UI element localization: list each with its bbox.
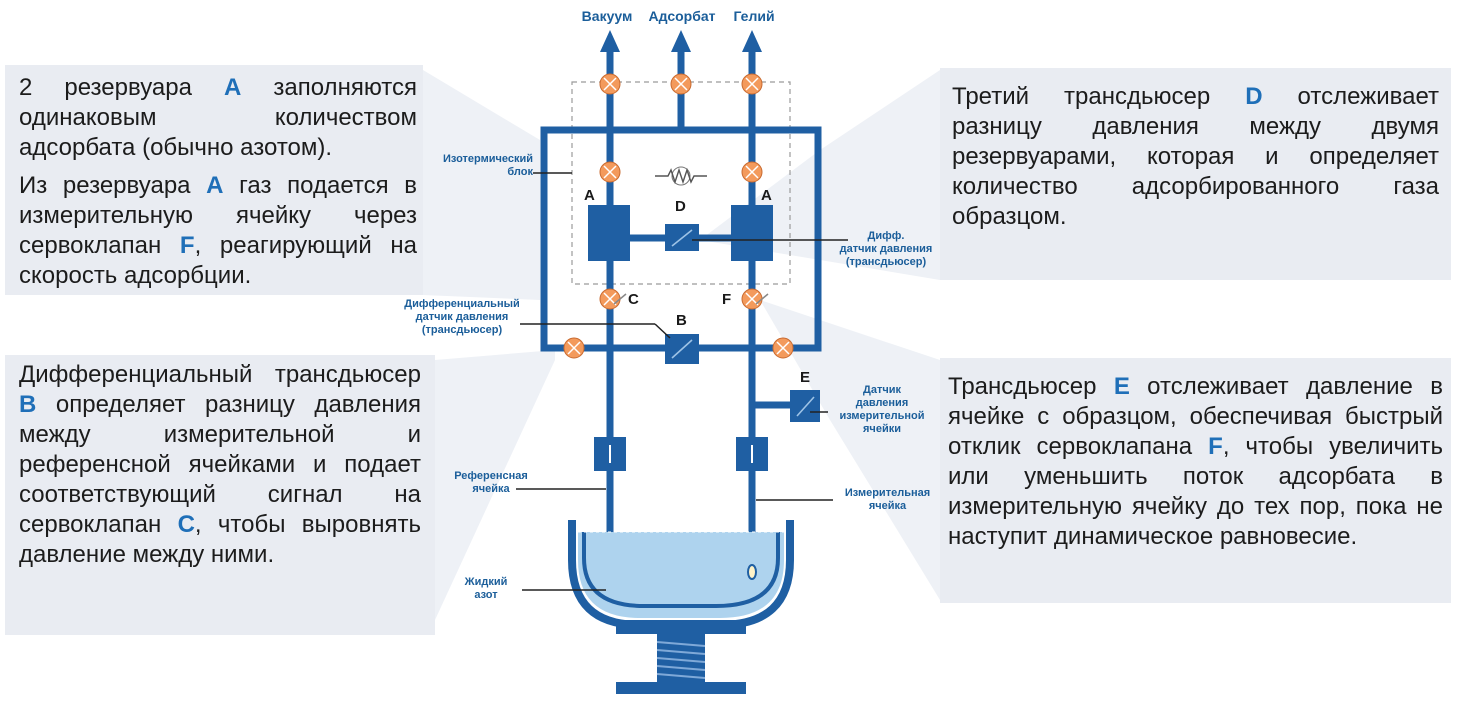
panel-tl-text: заполняются одинаковым количеством адсор… [19,74,418,161]
stand-top [616,620,746,634]
panel-br-text: , чтобы увеличить или уменьшить поток ад… [948,433,1444,550]
label-meas-line2: ячейка [868,500,907,512]
label-isothermal-block: Изотермический блок [413,153,533,179]
callout-wedge-br [760,300,940,600]
panel-tl-highlight: A [206,172,224,199]
b-leader-diag [654,323,671,339]
valves [563,73,794,359]
panel-bl-text: определяет разницу давления между измери… [19,391,421,538]
helium-arrow [742,30,762,52]
label-isothermal-line1: Изотермический [442,153,533,165]
dewar-inner [582,532,780,608]
panel-bl-text: Дифференциальный трансдьюсер [19,361,421,388]
panel-br-highlight: F [1208,433,1223,460]
vacuum-arrow [600,30,620,52]
letter-e: E [800,369,811,386]
panel-bl-highlight: B [19,391,37,418]
heater-element [671,166,691,186]
panel-br-paragraph: Трансдьюсер E отслеживает давление в яче… [948,372,1443,552]
transducer-b-needle [671,339,693,359]
servo-c-indicator [613,293,627,305]
output-label-vacuum: Вакуум [581,8,633,24]
letter-f: F [722,291,732,308]
label-reference-cell: Референсная ячейка [436,470,546,496]
label-liquid-nitrogen: Жидкий азот [456,576,516,602]
label-diff-d-line2: датчик давления [839,243,933,255]
letter-d: D [675,198,686,215]
liquid-nitrogen [578,532,784,618]
panel-tl-text: Из резервуара [19,172,207,199]
label-diff-d-line1: Дифф. [867,230,905,242]
label-diff-b-line1: Дифференциальный [404,298,520,310]
panel-br-text: Трансдьюсер [948,373,1114,400]
panel-bl-paragraph: Дифференциальный трансдьюсер B определяе… [19,360,421,570]
transducer-d-needle [671,229,693,247]
stand-base [616,682,746,694]
panel-bl-text: , чтобы выровнять давление между ними. [19,511,421,568]
label-diff-b-line2: датчик давления [415,311,509,323]
valve-vacuum-outlet [599,73,621,95]
explanation-panel-transducer-e: Трансдьюсер E отслеживает давление в яче… [940,358,1451,603]
label-ln2-line2: азот [474,589,498,601]
label-measurement-cell: Измерительная ячейка [830,487,945,513]
reservoir-a-right [731,205,773,261]
explanation-panel-transducer-b: Дифференциальный трансдьюсер B определяе… [5,355,435,635]
callout-wedge-bl [435,350,555,620]
panel-tr-text: Третий трансдьюсер [952,83,1246,110]
label-sensor-e-line3: измерительной [839,410,925,422]
label-diff-sensor-d: Дифф. датчик давления (трансдьюсер) [826,230,946,269]
label-ln2-line1: Жидкий [464,576,508,588]
adsorbate-arrow [671,30,691,52]
label-ref-line2: ячейка [472,483,510,495]
valve-left-upper [599,161,621,183]
panel-tl-highlight: F [179,232,195,259]
measurement-cell-tip [747,564,757,580]
label-sensor-e-line2: давления [855,397,909,409]
label-sensor-e: Датчик давления измерительной ячейки [822,384,942,436]
output-label-helium: Гелий [733,8,775,24]
letter-a-left: A [584,187,595,204]
label-sensor-e-line4: ячейки [863,423,901,435]
valve-helium-outlet [741,73,763,95]
letter-b: B [676,312,687,329]
heater-coil [655,167,707,185]
letter-c: C [628,291,639,308]
valve-c [599,288,621,310]
valve-bottom-left [563,337,585,359]
panel-bl-highlight: C [177,511,195,538]
explanation-panel-transducer-d: Третий трансдьюсер D отслеживает разницу… [940,68,1451,280]
panel-br-highlight: E [1113,373,1130,400]
panel-tr-text: отслеживает разницу давления между двумя… [952,83,1439,230]
explanation-panel-reservoirs: 2 резервуара A заполняются одинаковым ко… [5,65,423,295]
transducer-e-needle [796,396,815,417]
panel-tl-text: газ подается в измерительную ячейку чере… [19,172,417,259]
valve-right-upper [741,161,763,183]
panel-tl-text: , реагирующий на скорость адсорбции. [19,232,417,289]
panel-br-text: отслеживает давление в ячейке с образцом… [948,373,1443,460]
servo-f-indicator [755,293,769,305]
panel-tr-paragraph: Третий трансдьюсер D отслеживает разницу… [952,82,1439,232]
label-diff-b-line3: (трансдьюсер) [421,324,503,336]
panel-tl-paragraph-1: 2 резервуара A заполняются одинаковым ко… [19,73,417,163]
reservoir-a-left [588,205,630,261]
letter-a-right: A [761,187,772,204]
valve-adsorbate-outlet [670,73,692,95]
panel-tl-text: 2 резервуара [19,74,225,101]
label-diff-d-line3: (трансдьюсер) [845,256,927,268]
label-ref-line1: Референсная [454,470,528,482]
label-isothermal-line2: блок [507,166,533,178]
label-sensor-e-line1: Датчик [863,384,901,396]
label-diff-sensor-b: Дифференциальный датчик давления (трансд… [392,298,532,337]
panel-tl-paragraph-2: Из резервуара A газ подается в измерител… [19,171,417,291]
valve-bottom-right [772,337,794,359]
panel-tr-highlight: D [1245,83,1263,110]
callout-wedge-tl [423,70,540,300]
panel-tl-highlight: A [224,74,242,101]
output-label-adsorbate: Адсорбат [648,8,716,24]
stand-screw-threads [656,641,706,679]
label-meas-line1: Измерительная [844,487,931,499]
valve-f [741,288,763,310]
